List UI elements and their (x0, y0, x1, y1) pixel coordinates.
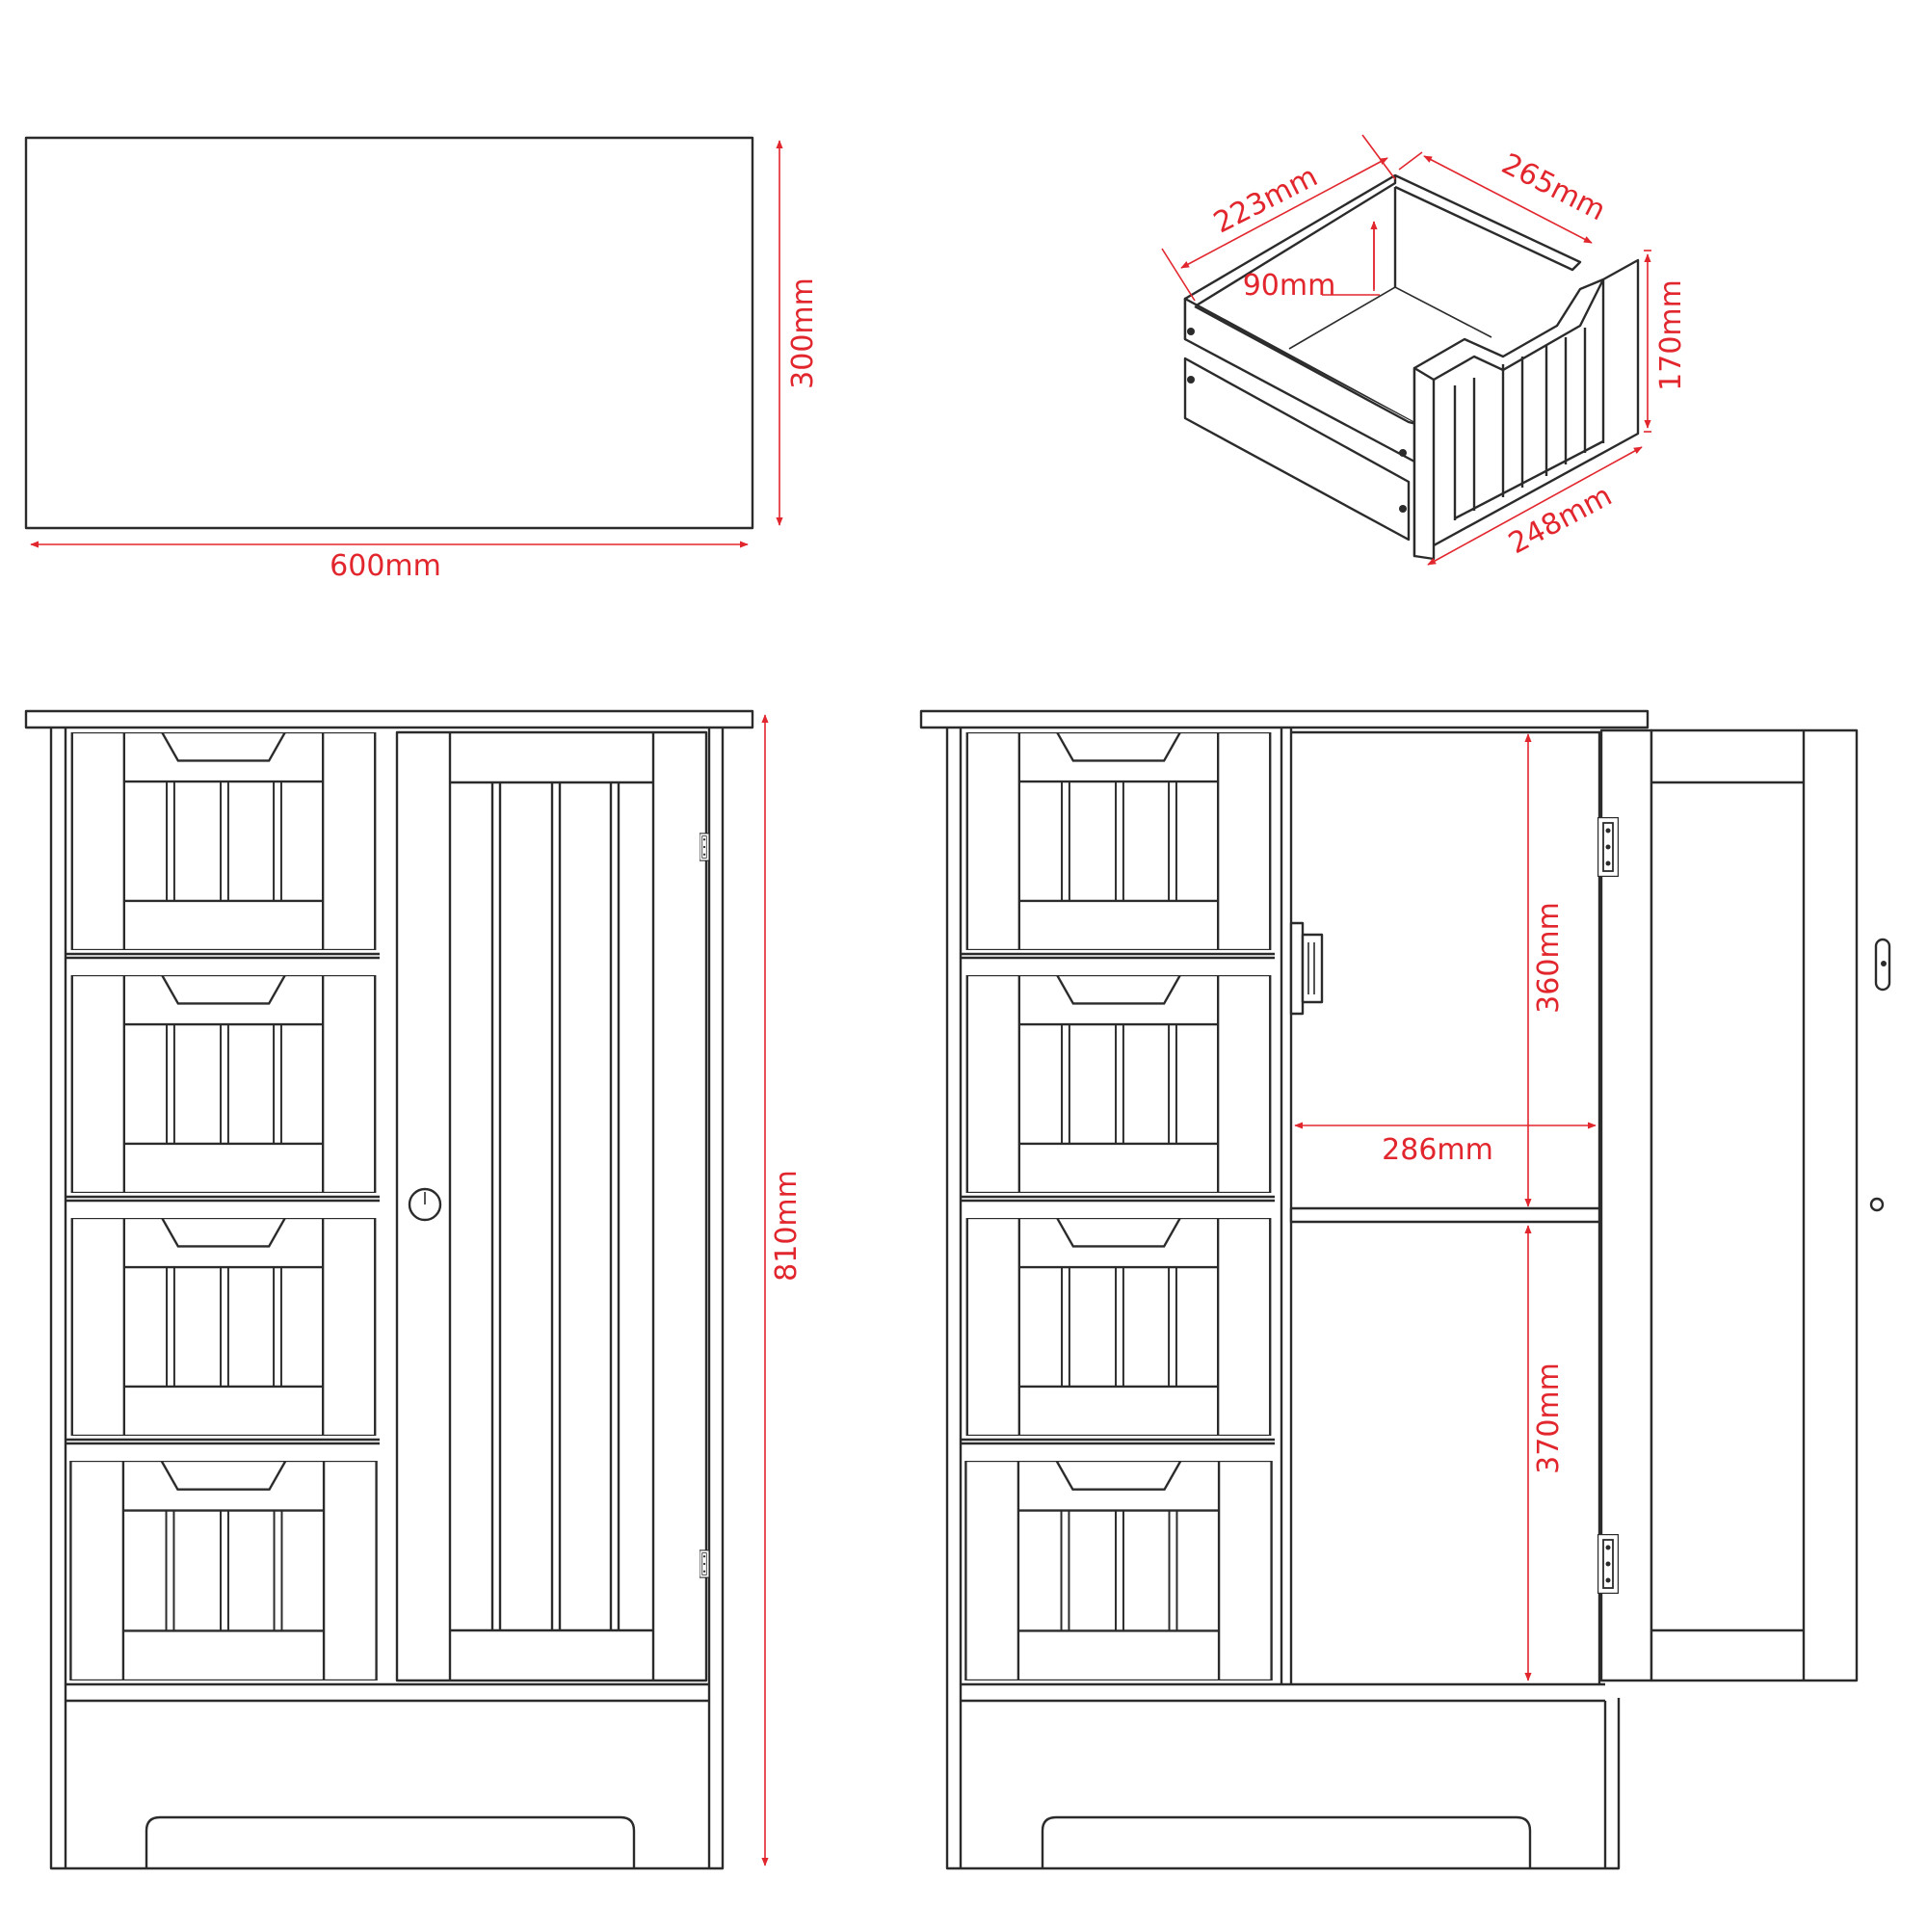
width-dimension-label: 600mm (330, 549, 441, 583)
cabinet-top-board (24, 709, 754, 729)
cabinet-body (49, 728, 725, 1870)
top-view: 600mm 300mm (24, 136, 820, 583)
drawer-front-2 (70, 975, 377, 1193)
cabinet-legs (64, 1701, 711, 1867)
drawer-separators (961, 952, 1275, 1442)
cabinet-inner-frame (64, 728, 711, 1703)
compartment-interior (1291, 730, 1601, 1684)
drawer-height-label: 170mm (1654, 279, 1688, 391)
drawer-front-1 (965, 732, 1272, 950)
door-catch (1289, 921, 1305, 1016)
front-view-open: 360mm 370mm 286mm (919, 709, 1891, 1870)
drawer-inner-height-label: 90mm (1243, 269, 1336, 303)
drawer-screw (1187, 328, 1195, 335)
drawer-screw (1399, 505, 1407, 513)
door-slats (490, 782, 620, 1630)
drawer-isometric: 223mm 265mm 90mm 170mm 248mm (1161, 134, 1688, 566)
drawer-ext-line (1398, 151, 1423, 171)
compartment-divider (1280, 728, 1293, 1684)
drawer-front-edge (1412, 366, 1436, 561)
drawer-inner-depth-line (1180, 157, 1388, 269)
door-stiles (448, 732, 655, 1681)
drawer-separators-inner (961, 956, 1275, 1445)
drawer-separators-inner (66, 956, 380, 1445)
cabinet-legs (959, 1701, 1607, 1867)
depth-dimension-label: 300mm (786, 278, 820, 389)
inner-width-label: 286mm (1382, 1133, 1493, 1167)
drawer-front-4 (964, 1461, 1273, 1681)
cabinet-body (945, 728, 1621, 1870)
drawer-ext-line (1161, 248, 1196, 302)
cabinet-top-board (919, 709, 1650, 729)
drawer-separators (66, 952, 380, 1442)
height-dimension-label: 810mm (770, 1170, 804, 1282)
drawer-side-depth-line (1423, 155, 1593, 244)
drawer-front-1 (70, 732, 377, 950)
door-catch-plate (1301, 933, 1324, 1004)
hinge-icon (1597, 1534, 1619, 1594)
drawer-ext-line (1361, 134, 1396, 180)
drawer-side-lower-board (1183, 357, 1411, 542)
upper-height-label: 360mm (1532, 902, 1566, 1014)
hinge-icon (700, 1548, 709, 1579)
lower-height-label: 370mm (1532, 1363, 1566, 1474)
open-door-frame (1651, 730, 1806, 1681)
drawer-floor-edge (1288, 286, 1492, 350)
drawer-screw (1399, 449, 1407, 457)
door-latch-pin (1881, 961, 1887, 966)
drawer-front-3 (965, 1218, 1272, 1436)
cabinet-plinth-cutout (1041, 1815, 1532, 1868)
drawer-front-4 (69, 1461, 378, 1681)
drawer-front-2 (965, 975, 1272, 1193)
drawer-side-depth-label: 265mm (1496, 147, 1611, 228)
hinge-icon (1597, 817, 1619, 877)
hinge-icon (700, 832, 709, 862)
cabinet-plinth-cutout (145, 1815, 636, 1868)
compartment-shelf (1289, 1206, 1601, 1224)
drawer-screw (1187, 376, 1195, 384)
top-view-outline (24, 136, 754, 530)
drawer-front-width-line (1427, 446, 1643, 566)
drawer-front-3 (70, 1218, 377, 1436)
open-door-inner-face (1650, 728, 1859, 1682)
front-view-closed: 810mm (24, 709, 804, 1870)
door-lock-back-icon (1869, 1197, 1885, 1212)
door-catch-detail (1307, 942, 1315, 994)
